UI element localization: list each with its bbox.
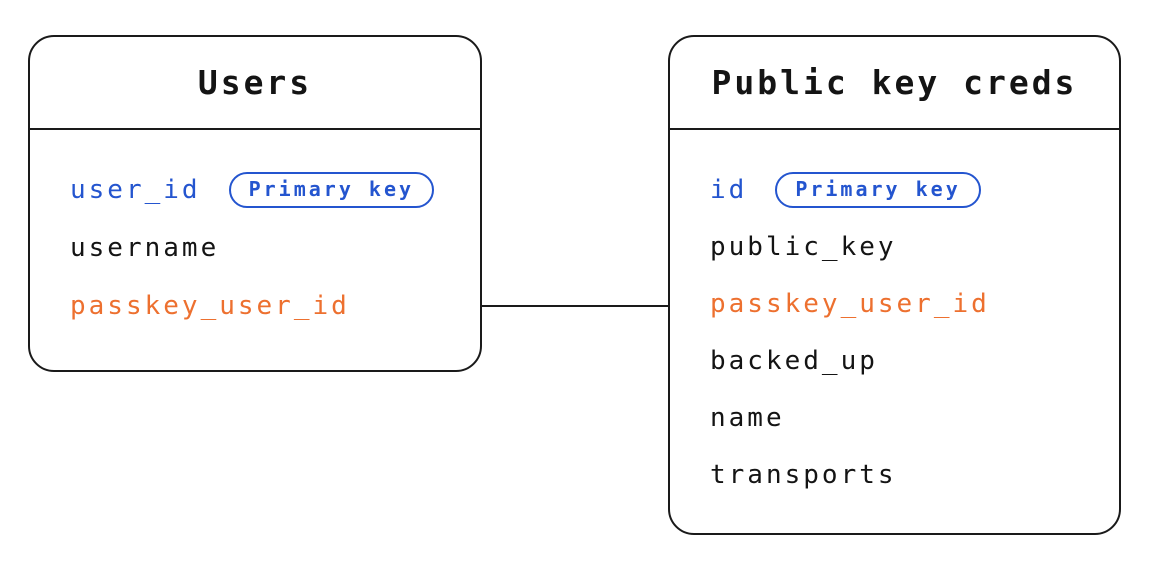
field-label-user-id: user_id	[70, 175, 201, 205]
table-users-fields: user_id Primary key username passkey_use…	[30, 130, 480, 335]
field-row-username: username	[30, 219, 480, 277]
field-label-passkey-user-id: passkey_user_id	[70, 291, 350, 321]
relation-connector-line	[480, 305, 670, 307]
field-label-username: username	[70, 233, 220, 263]
field-label-public-key: public_key	[710, 231, 897, 262]
primary-key-badge: Primary key	[228, 172, 435, 208]
table-users-title: Users	[30, 37, 480, 130]
field-label-passkey-user-id: passkey_user_id	[710, 288, 990, 319]
field-row-transports: transports	[670, 446, 1119, 503]
field-row-backed-up: backed_up	[670, 332, 1119, 389]
table-public-key-creds-fields: id Primary key public_key passkey_user_i…	[670, 130, 1119, 503]
field-label-backed-up: backed_up	[710, 345, 878, 376]
table-public-key-creds-title: Public key creds	[670, 37, 1119, 130]
table-users: Users user_id Primary key username passk…	[28, 35, 482, 372]
field-label-transports: transports	[710, 459, 897, 490]
field-label-id: id	[710, 174, 748, 205]
field-row-passkey-user-id: passkey_user_id	[670, 275, 1119, 332]
table-public-key-creds: Public key creds id Primary key public_k…	[668, 35, 1121, 535]
primary-key-badge: Primary key	[775, 171, 981, 208]
field-row-user-id: user_id Primary key	[30, 161, 480, 219]
field-row-id: id Primary key	[670, 161, 1119, 218]
field-label-name: name	[710, 402, 785, 433]
field-row-passkey-user-id: passkey_user_id	[30, 277, 480, 335]
field-row-public-key: public_key	[670, 218, 1119, 275]
field-row-name: name	[670, 389, 1119, 446]
